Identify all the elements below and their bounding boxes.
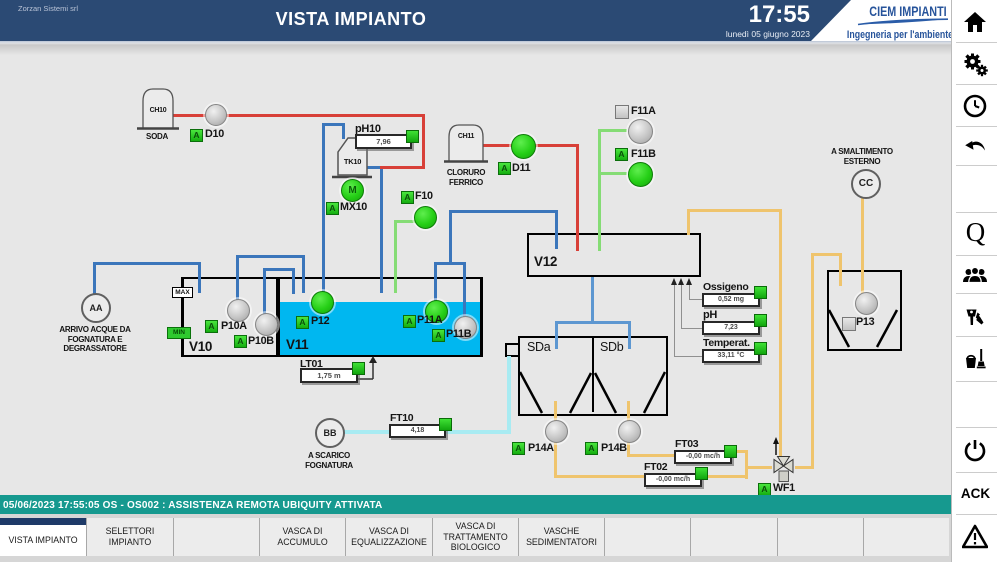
svg-text:Ingegneria per l'ambiente: Ingegneria per l'ambiente [847, 29, 951, 41]
svg-text:CIEM IMPIANTI: CIEM IMPIANTI [869, 4, 946, 19]
